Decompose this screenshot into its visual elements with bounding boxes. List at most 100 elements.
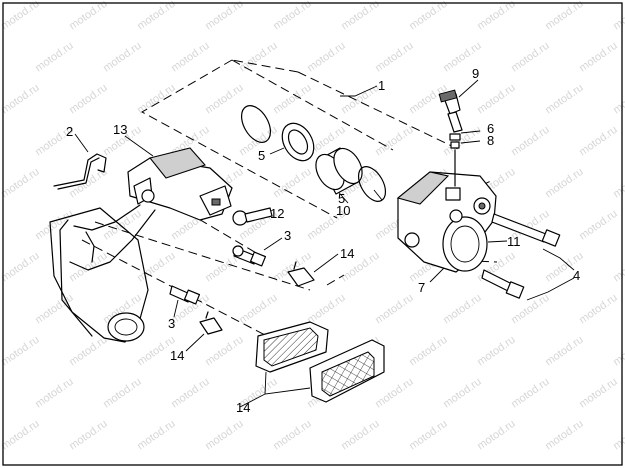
part-brake-pad-front — [255, 321, 329, 373]
callout-7: 7 — [418, 280, 425, 295]
watermark-text: motod.ru — [475, 82, 517, 117]
part-piston — [315, 147, 363, 195]
watermark-text: motod.ru — [407, 0, 449, 32]
watermark-text: motod.ru — [339, 418, 381, 453]
callout-9: 9 — [472, 66, 479, 81]
part-spring-clip — [53, 153, 107, 190]
watermark-text: motod.ru — [67, 418, 109, 453]
watermark-text: motod.ru — [0, 334, 42, 369]
watermark-text: motod.ru — [0, 82, 42, 117]
watermark-text: motod.ru — [509, 124, 551, 159]
watermark-text: motod.ru — [577, 124, 619, 159]
callout-11: 11 — [507, 234, 521, 249]
part-brake-pad-rear — [309, 339, 385, 403]
watermark-text: motod.ru — [305, 292, 347, 327]
watermark-text: motod.ru — [441, 376, 483, 411]
watermark-text: motod.ru — [611, 0, 625, 32]
part-seal-ring-lower — [357, 166, 387, 202]
callout-labels: 1 2 3 3 4 5 5 6 7 8 9 10 11 12 13 14 14 … — [66, 66, 580, 415]
part-guide-pin-lower — [169, 285, 201, 305]
watermark-text: motod.ru — [543, 166, 585, 201]
callout-14-pads: 14 — [236, 400, 250, 415]
callout-14-clip-right: 14 — [340, 246, 354, 261]
watermark-text: motod.ru — [0, 418, 42, 453]
part-caliper-body — [396, 171, 497, 273]
watermark-text: motod.ru — [203, 418, 245, 453]
watermark-text: motod.ru — [271, 0, 313, 32]
watermark-text: motod.ru — [475, 334, 517, 369]
watermark-text: motod.ru — [0, 166, 42, 201]
watermark-text: motod.ru — [475, 418, 517, 453]
part-bolt-12 — [232, 207, 273, 226]
watermark-text: motod.ru — [611, 418, 625, 453]
callout-13: 13 — [113, 122, 127, 137]
watermark-text: motod.ru — [441, 292, 483, 327]
watermark-text: motod.ru — [509, 40, 551, 75]
callout-5-lower: 5 — [338, 191, 345, 206]
watermark-text: motod.ru — [373, 376, 415, 411]
watermark-text: motod.ru — [271, 418, 313, 453]
watermark-text: motod.ru — [305, 40, 347, 75]
watermark-text: motod.ru — [33, 208, 75, 243]
watermark-text: motod.ru — [33, 376, 75, 411]
watermark-text: motod.ru — [101, 40, 143, 75]
watermark-text: motod.ru — [67, 250, 109, 285]
watermark-text: motod.ru — [67, 82, 109, 117]
callout-3-upper: 3 — [284, 228, 291, 243]
watermark-text: motod.ru — [135, 82, 177, 117]
watermark-text: motod.ru — [611, 166, 625, 201]
watermark-text: motod.ru — [577, 40, 619, 75]
callout-4: 4 — [573, 268, 580, 283]
callout-14-clip-left: 14 — [170, 348, 184, 363]
watermark-text: motod.ru — [67, 334, 109, 369]
part-caliper-bracket — [59, 147, 233, 337]
callout-12: 12 — [270, 206, 284, 221]
watermark-text: motod.ru — [0, 250, 42, 285]
watermark-text: motod.ru — [577, 208, 619, 243]
watermark-text: motod.ru — [169, 40, 211, 75]
watermark-text: motod.ru — [237, 40, 279, 75]
part-splash-guard — [49, 207, 149, 343]
watermark-text: motod.ru — [101, 376, 143, 411]
part-bleed-valve — [438, 89, 463, 187]
watermark-text: motod.ru — [271, 82, 313, 117]
watermark-text: motod.ru — [203, 82, 245, 117]
watermark-text: motod.ru — [509, 376, 551, 411]
watermark-text: motod.ru — [543, 0, 585, 32]
watermark-text: motod.ru — [271, 166, 313, 201]
watermark-text: motod.ru — [237, 292, 279, 327]
watermark-text: motod.ru — [203, 0, 245, 32]
watermark-text: motod.ru — [407, 334, 449, 369]
watermark-text: motod.ru — [373, 292, 415, 327]
part-mount-bolt-lower — [481, 269, 525, 299]
watermark-text: motod.ru — [611, 334, 625, 369]
callout-3-lower: 3 — [168, 316, 175, 331]
watermark-text: motod.ru — [543, 418, 585, 453]
watermark-text: motod.ru — [135, 418, 177, 453]
part-pad-clip-right — [287, 261, 315, 287]
watermark-text: motod.ru — [203, 334, 245, 369]
watermark-text: motod.ru — [33, 40, 75, 75]
leader-lines — [74, 79, 575, 408]
part-guide-pin-upper — [232, 245, 267, 267]
callout-10: 10 — [336, 203, 350, 218]
part-mount-bolt-upper — [491, 213, 561, 247]
watermark-text: motod.ru — [543, 82, 585, 117]
part-seal-ring-upper — [240, 105, 272, 143]
watermark-text: motod.ru — [577, 292, 619, 327]
part-pad-clip-left — [199, 311, 223, 335]
watermark-text: motod.ru — [611, 82, 625, 117]
callout-1: 1 — [378, 78, 385, 93]
callout-2: 2 — [66, 124, 73, 139]
part-dust-boot — [281, 122, 315, 162]
callout-6: 6 — [487, 121, 494, 136]
watermark-text: motod.ru — [407, 418, 449, 453]
watermark-text: motod.ru — [373, 124, 415, 159]
watermark-text: motod.ru — [135, 0, 177, 32]
watermark-text: motod.ru — [67, 0, 109, 32]
watermark-text: motod.ru — [169, 376, 211, 411]
callout-5-upper: 5 — [258, 148, 265, 163]
